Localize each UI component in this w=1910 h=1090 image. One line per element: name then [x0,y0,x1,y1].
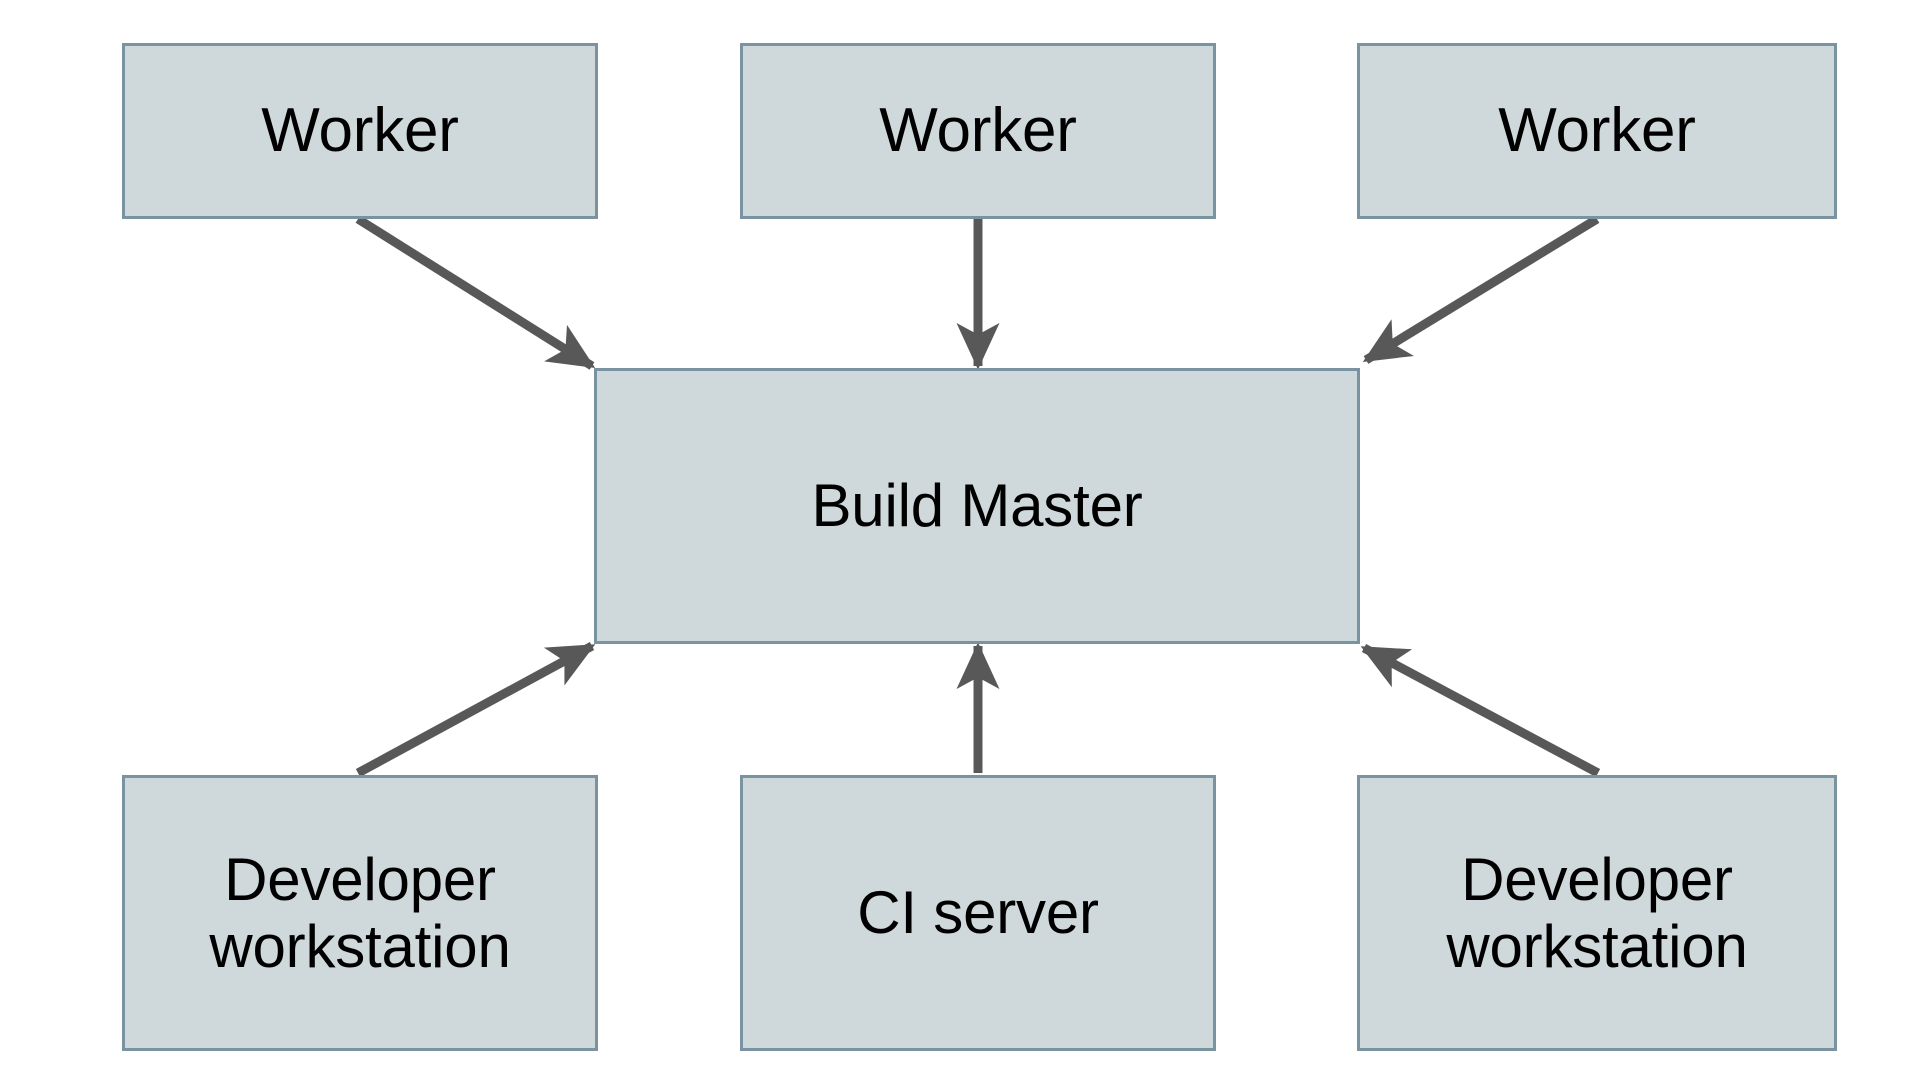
node-developer-workstation-left[interactable]: Developer workstation [122,775,598,1051]
node-ci-server-label: CI server [857,879,1099,947]
node-worker-left[interactable]: Worker [122,43,598,219]
node-build-master-label: Build Master [811,472,1143,540]
edge-developer-workstation-right-to-build-master [1360,644,1601,777]
node-build-master[interactable]: Build Master [594,368,1360,644]
node-developer-workstation-left-label: Developer workstation [209,845,511,980]
node-developer-workstation-right-label: Developer workstation [1446,845,1748,980]
edge-worker-left-to-build-master [355,215,596,370]
node-worker-center-label: Worker [879,96,1077,166]
node-worker-left-label: Worker [261,96,459,166]
node-worker-right-label: Worker [1498,96,1696,166]
edge-worker-right-to-build-master [1362,215,1600,364]
node-developer-workstation-right[interactable]: Developer workstation [1357,775,1837,1051]
node-ci-server[interactable]: CI server [740,775,1216,1051]
edge-developer-workstation-left-to-build-master [355,642,596,777]
node-worker-right[interactable]: Worker [1357,43,1837,219]
node-worker-center[interactable]: Worker [740,43,1216,219]
